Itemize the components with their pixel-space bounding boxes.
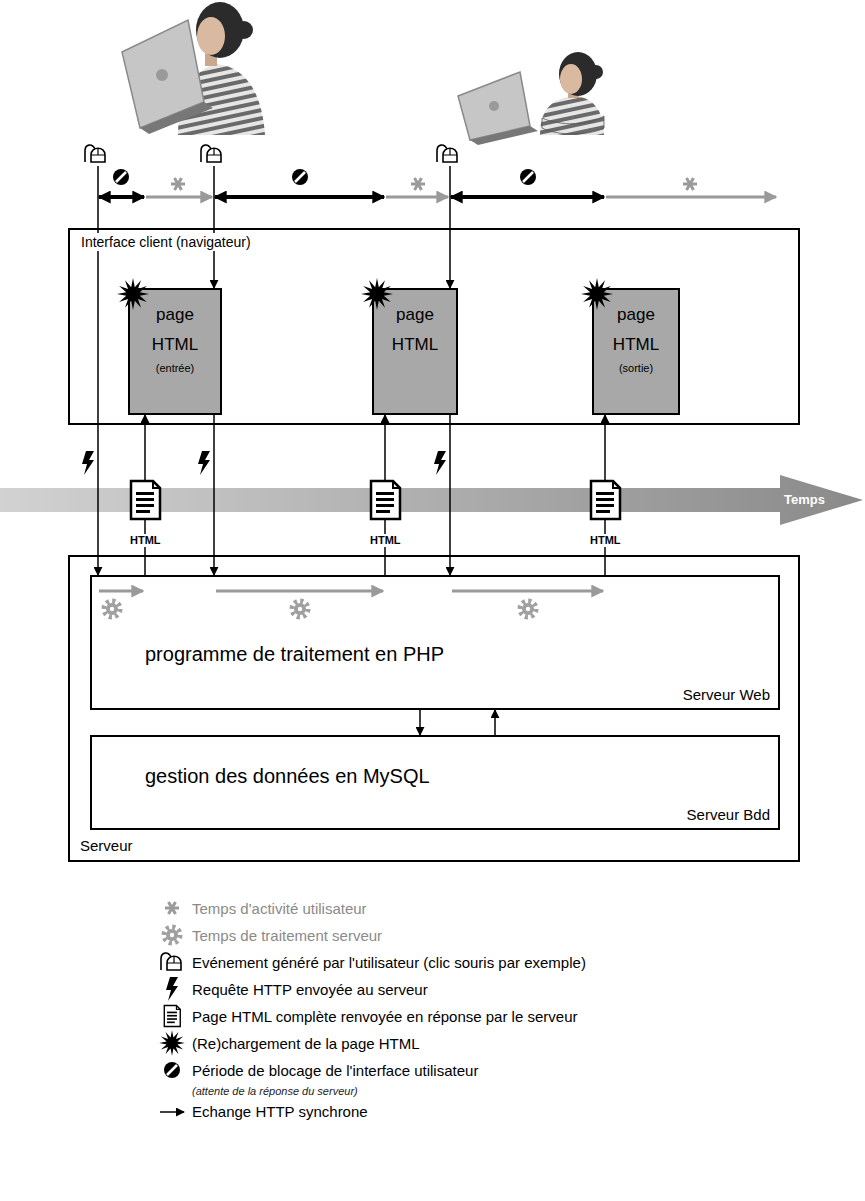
event-line [98,166,450,425]
web-server-box: programme de traitement en PHP Serveur We… [90,575,780,710]
frame-title: Serveur Bdd [687,806,770,823]
box-text: gestion des données en MySQL [145,765,430,788]
processing-arrow [99,590,603,593]
http-exchange-arrow [494,710,496,735]
frame-title: Interface client (navigateur) [78,233,254,251]
page-label: page HTML [144,300,206,360]
html-page: page HTML [372,288,458,415]
http-exchange-arrow [384,415,386,575]
legend-symbol [159,902,185,1112]
legend-text: (Re)chargement de la page HTML [192,1030,832,1057]
http-exchange-arrow [449,415,451,575]
legend-text: Temps de traitement serveur [192,922,832,949]
page-label: page HTML [384,300,446,360]
html-label: HTML [589,534,622,547]
html-label: HTML [129,534,162,547]
activity-arrow [146,196,776,199]
legend-note: (attente de la réponse du serveur) [192,1084,832,1098]
page-note: (sortie) [619,362,653,374]
legend-text: Requête HTTP envoyée au serveur [192,976,832,1003]
legend: Temps d'activité utilisateurTemps de tra… [192,895,832,1125]
http-exchange-arrow [213,415,215,575]
html-page: page HTML (entrée) [128,288,222,415]
reload-burst [117,278,613,310]
page-label: page HTML [605,300,667,360]
http-exchange-arrow [419,710,421,735]
box-text: programme de traitement en PHP [145,643,444,666]
blocking-arrow [99,195,604,199]
time-arrow-shape [0,475,865,525]
activity-symbol [171,178,697,190]
client-frame: Interface client (navigateur) page HTML (e… [68,228,800,425]
frame-title: Serveur [80,837,133,854]
legend-text: Temps d'activité utilisateur [192,895,832,922]
server-frame: Serveur programme de traitement en PHP Ser… [68,555,800,862]
http-exchange-arrow [144,415,146,575]
http-exchange-arrow [604,415,606,575]
mouse-icon [85,145,457,162]
html-document-icon [131,481,620,519]
processing-gear [104,601,536,617]
legend-text: Page HTML complète renvoyée en réponse p… [192,1003,832,1030]
http-exchange-arrow [97,425,99,575]
html-label: HTML [369,534,402,547]
legend-text: Echange HTTP synchrone [192,1098,832,1125]
user-photo [122,2,265,135]
request-bolt [82,451,446,475]
html-page: page HTML (sortie) [592,288,680,415]
time-band: Temps [0,475,865,525]
legend-text: Evénement généré par l'utilisateur (clic… [192,949,832,976]
db-server-box: gestion des données en MySQL Serveur Bdd [90,735,780,830]
legend-text: Période de blocage de l'interface utilis… [192,1057,832,1084]
blocking-symbol [113,169,536,185]
time-label: Temps [784,491,825,509]
user-photo [458,52,604,145]
frame-title: Serveur Web [683,686,770,703]
page-note: (entrée) [156,362,195,374]
